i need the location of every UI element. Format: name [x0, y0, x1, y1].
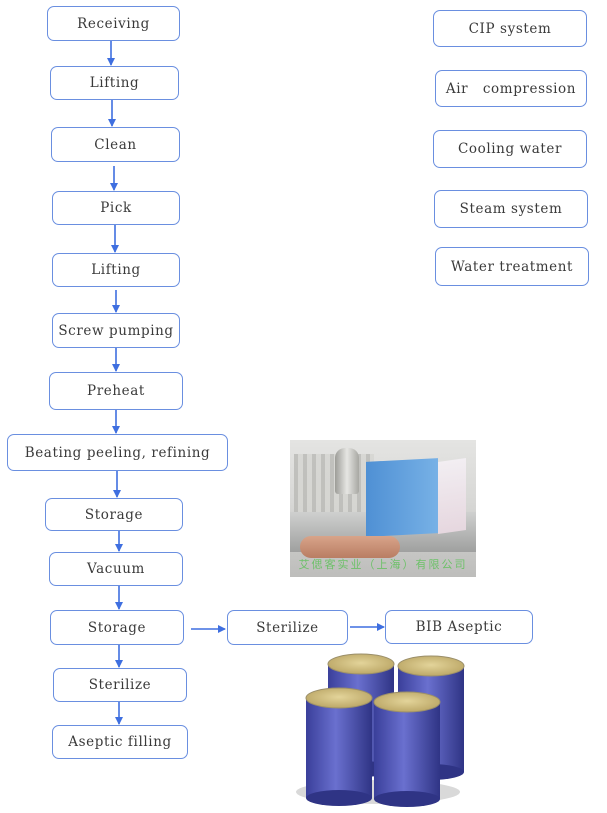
step-label: Clean [94, 136, 137, 153]
step-beating-peeling-refining: Beating peeling, refining [7, 434, 228, 471]
step-label: Preheat [87, 383, 145, 399]
utility-label: CIP system [468, 20, 552, 37]
step-label: Sterilize [256, 619, 319, 636]
step-receiving: Receiving [47, 6, 180, 41]
utility-steam-system: Steam system [434, 190, 588, 228]
utility-air-compression: Air compression [435, 70, 587, 107]
utility-cip-system: CIP system [433, 10, 587, 47]
step-label: Lifting [91, 262, 141, 278]
step-label: BIB Aseptic [415, 619, 503, 635]
utility-label: Cooling water [457, 141, 563, 157]
step-preheat: Preheat [49, 372, 183, 410]
step-aseptic-filling: Aseptic filling [52, 725, 188, 759]
step-label: Storage [84, 506, 144, 523]
utility-label: Air compression [445, 80, 577, 97]
step-sterilize: Sterilize [53, 668, 187, 702]
step-label: Sterilize [88, 677, 152, 693]
bib-box-illustration [366, 458, 438, 537]
step-label: Lifting [89, 75, 140, 91]
drum-front-left [305, 687, 373, 806]
drum-front-right [373, 691, 441, 807]
bib-filling-photo: 艾偲客实业（上海）有限公司 [290, 440, 476, 577]
bib-box-side-illustration [438, 458, 466, 534]
step-label: Storage [87, 619, 147, 636]
step-storage: Storage [45, 498, 183, 531]
step-screw-pumping: Screw pumping [52, 313, 180, 348]
photo-watermark: 艾偲客实业（上海）有限公司 [298, 558, 468, 571]
step-label: Beating peeling, refining [24, 444, 211, 461]
step-vacuum: Vacuum [49, 552, 183, 586]
utility-water-treatment: Water treatment [435, 247, 589, 286]
step-label: Vacuum [87, 561, 145, 577]
step-sterilize-branch: Sterilize [227, 610, 348, 645]
step-label: Aseptic filling [68, 734, 172, 750]
aseptic-drums-image [296, 653, 465, 807]
step-label: Pick [100, 200, 132, 216]
tank-illustration [335, 448, 359, 494]
utility-label: Steam system [459, 201, 563, 217]
step-storage-2: Storage [50, 610, 184, 645]
step-label: Screw pumping [58, 322, 174, 339]
step-pick: Pick [52, 191, 180, 225]
step-bib-aseptic: BIB Aseptic [385, 610, 533, 644]
hand-illustration [300, 536, 400, 558]
step-clean: Clean [51, 127, 180, 162]
step-lifting-2: Lifting [52, 253, 180, 287]
utility-cooling-water: Cooling water [433, 130, 587, 168]
utility-label: Water treatment [450, 258, 574, 275]
step-lifting: Lifting [50, 66, 179, 100]
step-label: Receiving [77, 15, 150, 32]
